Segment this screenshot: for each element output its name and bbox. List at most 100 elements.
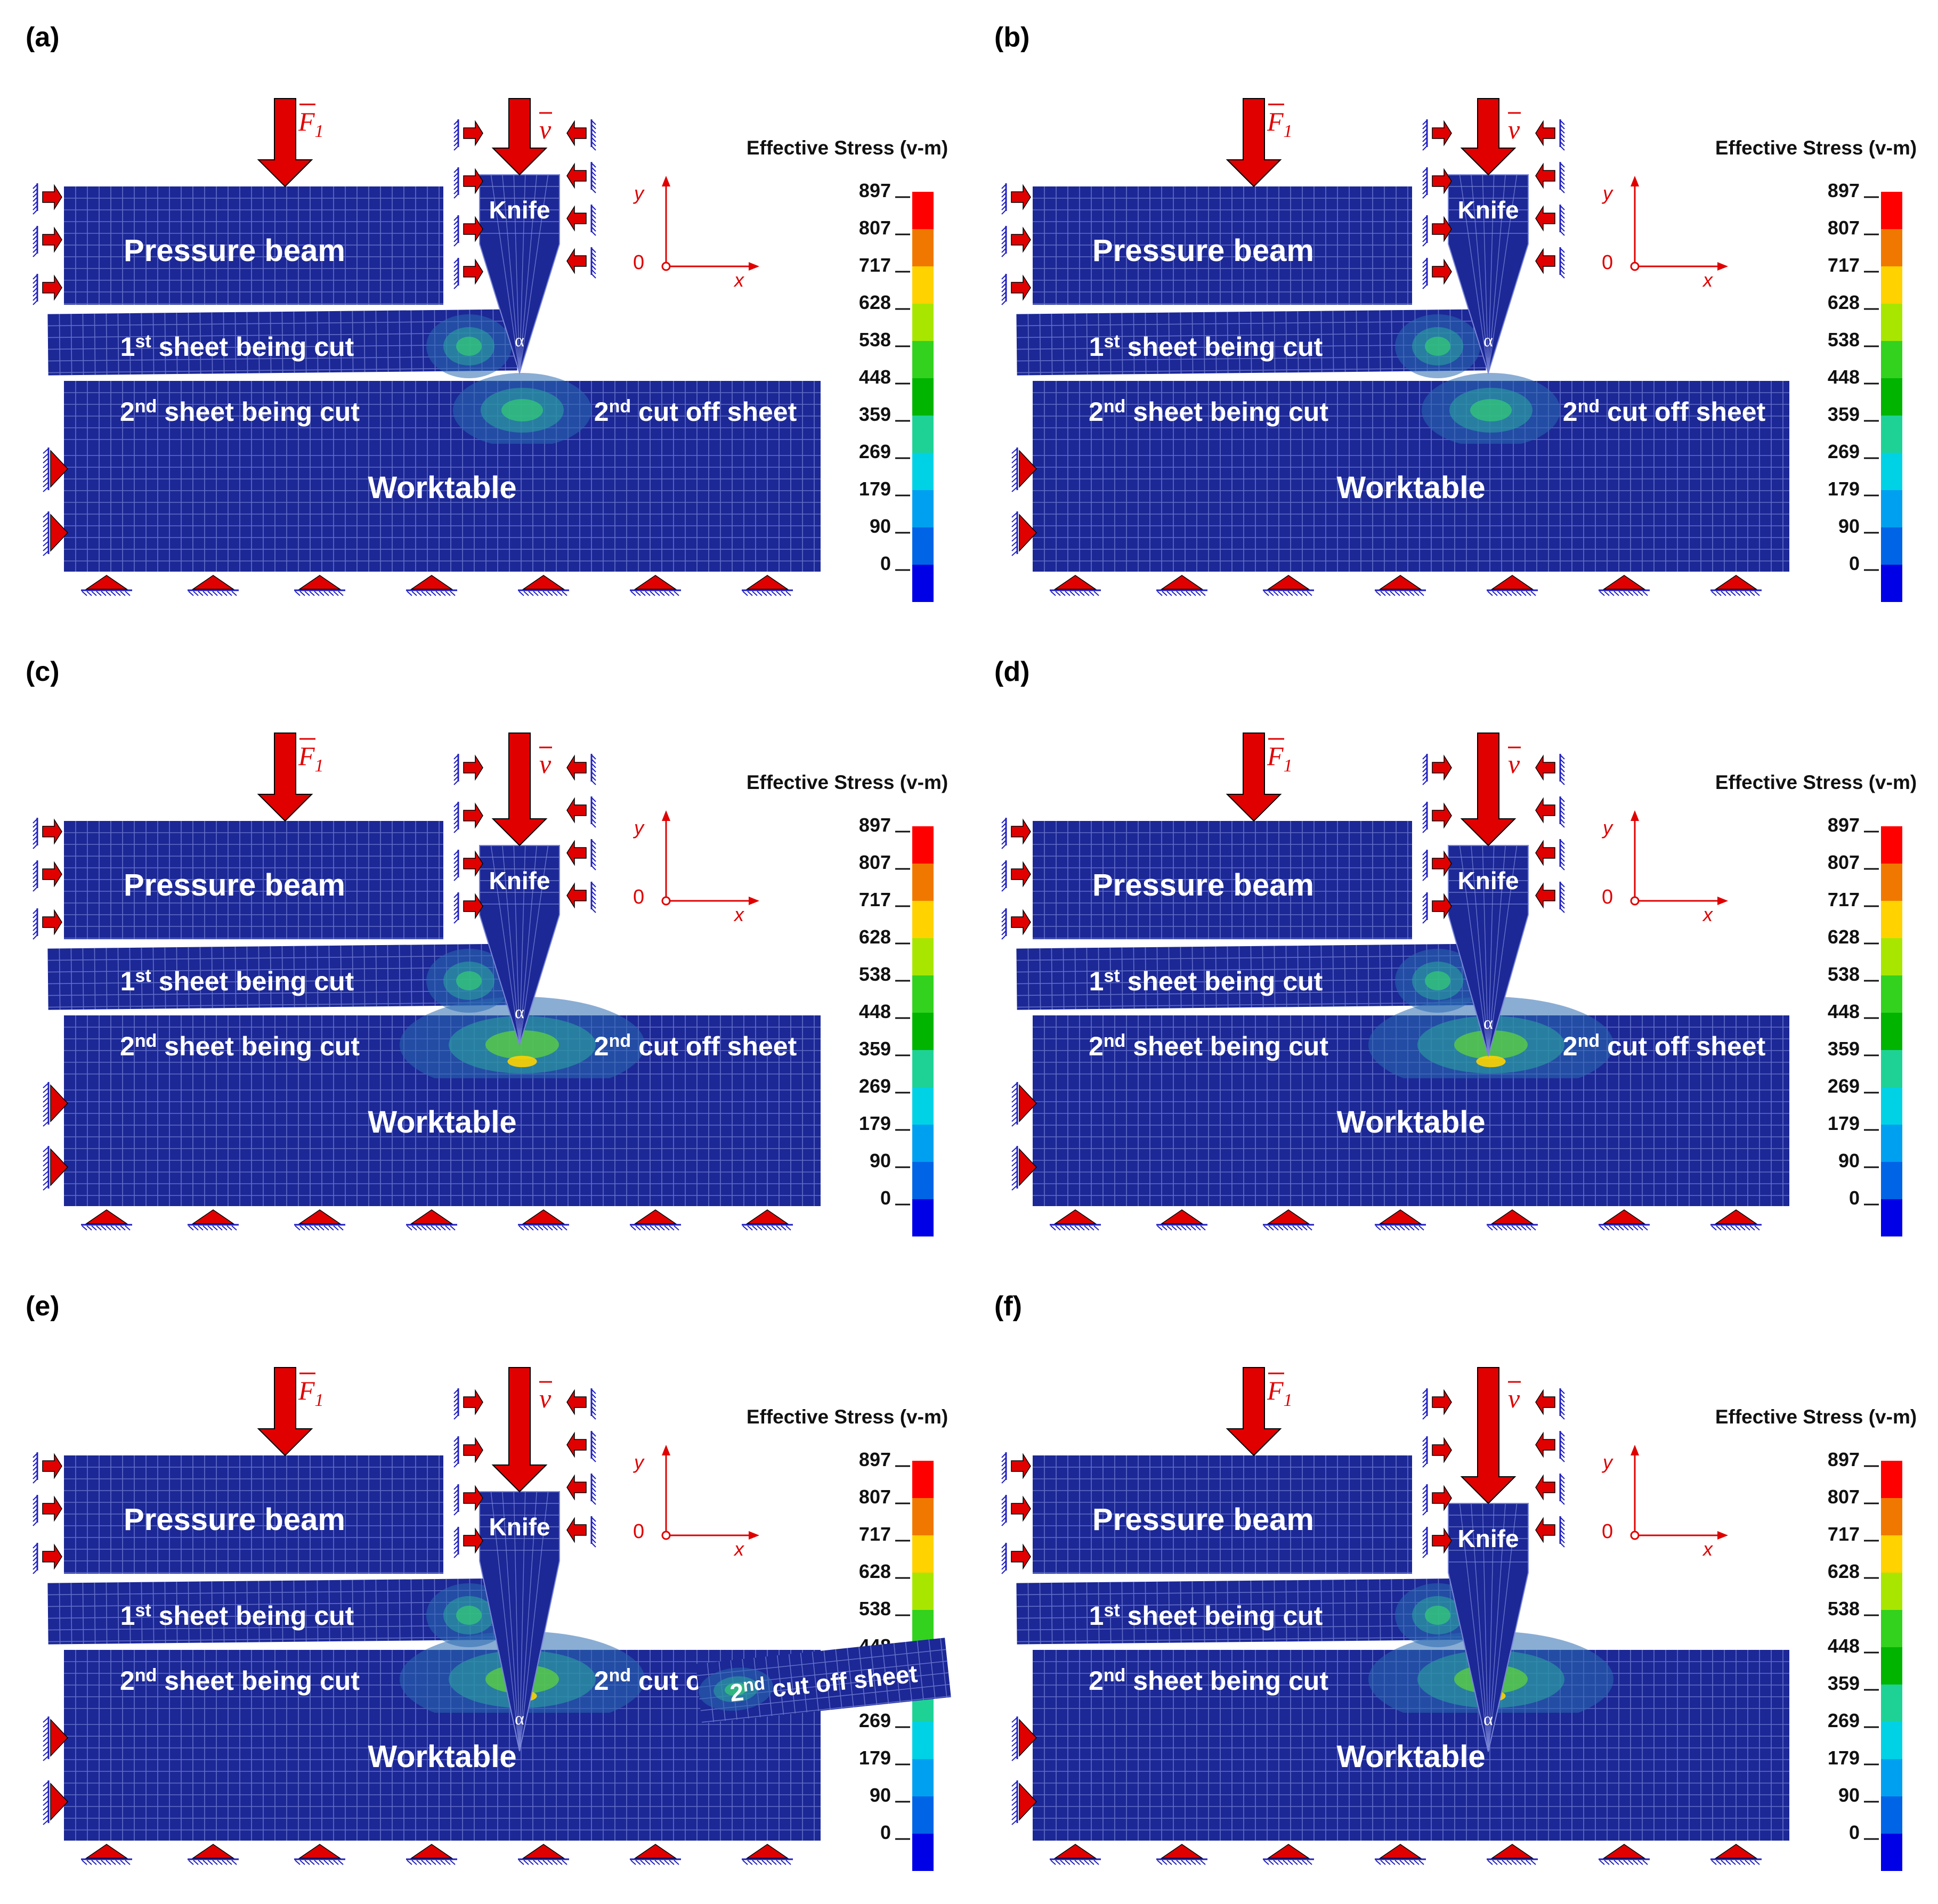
knife-left-constraint-hatch: [453, 181, 459, 186]
worktable-floor-support-hatch: [1414, 1225, 1420, 1231]
knife-right-constraint-hatch: [591, 231, 596, 236]
worktable-side-support-hatch: [1011, 536, 1018, 542]
knife-left-constraint-hatch: [453, 1553, 459, 1558]
knife-left-constraint-hatch: [453, 828, 459, 833]
knife-left-constraint-hatch: [453, 1532, 459, 1537]
worktable-floor-support-hatch: [1171, 591, 1177, 596]
worktable-floor-support-hatch: [435, 1860, 441, 1865]
legend-tick-label: 538: [859, 1598, 891, 1620]
knife-left-constraint-hatch: [1422, 906, 1428, 911]
sheet-1-gridline-v: [1309, 311, 1311, 372]
worktable-side-support-hatch: [1011, 526, 1018, 532]
axis-x-head: [749, 262, 759, 271]
knife-right-constraint-hatch: [1560, 908, 1565, 913]
knife-left-constraint-hatch: [1422, 241, 1428, 247]
worktable-floor-support-hatch: [776, 591, 782, 596]
knife-left-constraint-hatch: [1422, 176, 1428, 182]
cutoff-sheet-label-part: 2: [594, 1031, 609, 1061]
knife-right-constraint-hatch: [1560, 1538, 1565, 1543]
worktable-floor-support-hatch: [198, 1860, 204, 1865]
axis-origin-label: 0: [633, 251, 644, 274]
knife-right-constraint-shape: [1535, 1389, 1555, 1415]
velocity-arrow: [1460, 98, 1517, 176]
pressure-beam-label-part: Pressure beam: [1092, 868, 1314, 902]
beam-left-constraint-hatch: [33, 1512, 38, 1518]
worktable-floor-support-hatch: [552, 1860, 558, 1865]
worktable-floor-support-hatch: [557, 591, 563, 596]
legend-swatch: [912, 901, 934, 938]
worktable-floor-support-hatch: [781, 591, 786, 596]
knife-left-constraint-hatch: [453, 120, 459, 125]
worktable-floor-support-shape: [85, 575, 128, 590]
sheet-1-gridline-h: [1016, 320, 1486, 327]
knife-left-constraint-shape: [1432, 893, 1452, 920]
sheet-1-gridline-v: [387, 1579, 389, 1641]
sheet-1-stress: [426, 314, 512, 378]
worktable-floor-support-hatch: [1166, 1860, 1172, 1865]
worktable-floor-support-hatch: [528, 591, 534, 596]
beam-left-constraint-hatch: [1001, 861, 1007, 866]
beam-left-constraint: [1001, 183, 1031, 215]
beam-left-constraint-shape: [1011, 861, 1031, 888]
knife-left-constraint-hatch: [1422, 1454, 1428, 1459]
sheet-1-gridline-v: [1098, 1582, 1100, 1644]
legend-swatch: [1881, 192, 1902, 229]
worktable-floor-support-hatch: [217, 1225, 223, 1231]
knife-left-constraint-shape: [463, 754, 483, 781]
knife-right-constraint-hatch: [591, 1483, 596, 1488]
worktable-floor-support-shape: [1160, 1844, 1204, 1859]
knife-right-constraint-hatch: [1560, 1414, 1565, 1420]
worktable-floor-support-hatch: [1502, 1225, 1507, 1231]
worktable-floor-support-hatch: [747, 1860, 753, 1865]
worktable-floor-support-hatch: [82, 1225, 87, 1231]
sheet-1-gridline-v: [188, 312, 190, 374]
worktable-side-support-hatch: [43, 1791, 49, 1796]
beam-left-constraint-hatch: [1001, 913, 1007, 918]
worktable-floor-support-hatch: [742, 591, 748, 596]
beam-left-constraint-hatch: [1001, 201, 1007, 206]
knife-left-constraint-hatch: [453, 1445, 459, 1451]
cutoff-sheet-piece-gridline-v: [870, 1645, 878, 1705]
worktable-floor-support-hatch: [630, 1860, 636, 1865]
beam-left-constraint-hatch: [1001, 831, 1007, 836]
worktable-floor-support-hatch: [426, 1860, 432, 1865]
legend-swatch: [912, 1722, 934, 1759]
worktable-floor-support-hatch: [193, 591, 199, 596]
knife-right-constraint-hatch: [1560, 1474, 1565, 1479]
worktable-floor-support-hatch: [1730, 1225, 1736, 1231]
worktable-floor-support-hatch: [91, 1860, 97, 1865]
legend-swatch: [912, 378, 934, 416]
worktable-side-support-shape: [50, 514, 69, 552]
cutoff-sheet-piece-gridline-v: [917, 1640, 924, 1700]
knife-left-constraint-hatch: [453, 258, 459, 264]
sheet-1-gridline-v: [317, 311, 319, 373]
knife-mesh: [519, 1491, 537, 1752]
beam-left-constraint-hatch: [1001, 827, 1007, 832]
axis-x-head: [749, 1531, 759, 1540]
cutoff-sheet-stress-inner: [725, 1682, 747, 1696]
knife-mesh: [490, 845, 520, 1045]
worktable-floor-support-hatch: [659, 591, 665, 596]
knife-left-constraint-hatch: [453, 815, 459, 820]
panel-label: (e): [26, 1291, 60, 1322]
beam-left-constraint-hatch: [1001, 1556, 1007, 1561]
knife-right-constraint-hatch: [591, 248, 596, 253]
worktable-side-support-shape: [1019, 1084, 1037, 1122]
worktable-floor-support-hatch: [1521, 1225, 1527, 1231]
pressure-beam-label: Pressure beam: [1092, 233, 1314, 268]
worktable-floor-support-shape: [1714, 1844, 1758, 1859]
cutoff-sheet-label-part: nd: [1578, 396, 1600, 417]
cutoff-sheet-piece-gridline-v: [812, 1651, 819, 1711]
worktable-floor-support-hatch: [82, 591, 87, 596]
velocity-label: v: [1508, 115, 1520, 144]
knife-left-constraint-hatch: [453, 763, 459, 768]
worktable-floor-support-hatch: [1721, 1860, 1726, 1865]
legend-title: Effective Stress (v-m): [747, 137, 948, 159]
worktable-floor-support-hatch: [421, 1860, 427, 1865]
worktable-floor-support-hatch: [1637, 1860, 1643, 1865]
beam-left-constraint-hatch: [1001, 909, 1007, 914]
worktable-side-support: [43, 1146, 69, 1191]
knife-left-constraint-hatch: [1422, 1527, 1428, 1533]
knife-left-constraint-hatch: [453, 1441, 459, 1446]
sheet-1-gridline-v: [141, 1582, 143, 1643]
